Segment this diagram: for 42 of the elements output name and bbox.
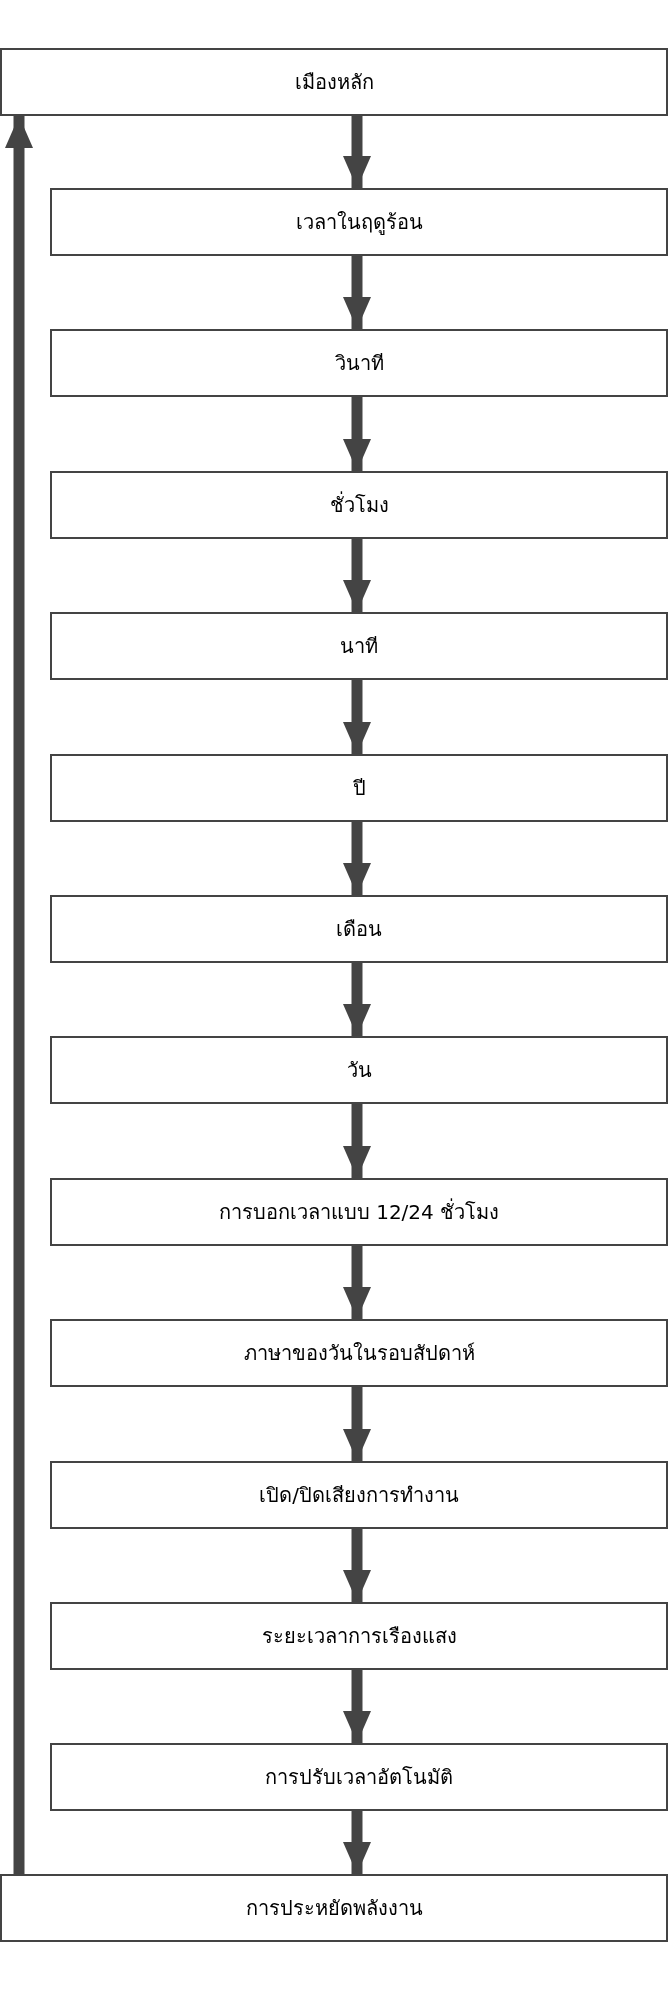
process-box — [50, 895, 668, 963]
step-label: ปี — [352, 775, 366, 801]
process-box — [50, 471, 668, 539]
arrow — [343, 963, 371, 1036]
process-box — [50, 1178, 668, 1246]
process-box — [50, 1461, 668, 1529]
arrow — [5, 116, 33, 1874]
step-label: วินาที — [334, 350, 384, 376]
process-box — [50, 1602, 668, 1670]
arrow — [343, 256, 371, 329]
process-box — [0, 1874, 668, 1942]
process-box — [50, 329, 668, 397]
arrow — [343, 1387, 371, 1461]
step-label: ระยะเวลาการเรืองแสง — [261, 1623, 457, 1649]
step-label: การปรับเวลาอัตโนมัติ — [265, 1764, 453, 1790]
step-label: วัน — [346, 1057, 372, 1083]
step-label: การประหยัดพลังงาน — [245, 1895, 423, 1921]
process-box — [50, 1319, 668, 1387]
arrow — [343, 822, 371, 895]
process-box — [0, 48, 668, 116]
process-box — [50, 754, 668, 822]
step-label: นาที — [340, 633, 378, 659]
arrow — [343, 1246, 371, 1319]
step-label: เดือน — [336, 916, 382, 942]
arrow — [343, 397, 371, 471]
arrow — [343, 1811, 371, 1874]
process-box — [50, 188, 668, 256]
arrow — [343, 1104, 371, 1178]
step-label: เมืองหลัก — [294, 69, 374, 95]
step-label: เวลาในฤดูร้อน — [295, 209, 423, 235]
arrow — [343, 1670, 371, 1743]
process-box — [50, 612, 668, 680]
step-label: เปิด/ปิดเสียงการทำงาน — [259, 1482, 459, 1508]
step-label: ชั่วโมง — [329, 492, 389, 518]
arrow — [343, 116, 371, 188]
process-box — [50, 1743, 668, 1811]
step-label: ภาษาของวันในรอบสัปดาห์ — [243, 1340, 475, 1366]
arrow — [343, 539, 371, 612]
step-label: การบอกเวลาแบบ 12/24 ชั่วโมง — [218, 1199, 500, 1225]
process-box — [50, 1036, 668, 1104]
arrow — [343, 1529, 371, 1602]
arrow — [343, 680, 371, 754]
